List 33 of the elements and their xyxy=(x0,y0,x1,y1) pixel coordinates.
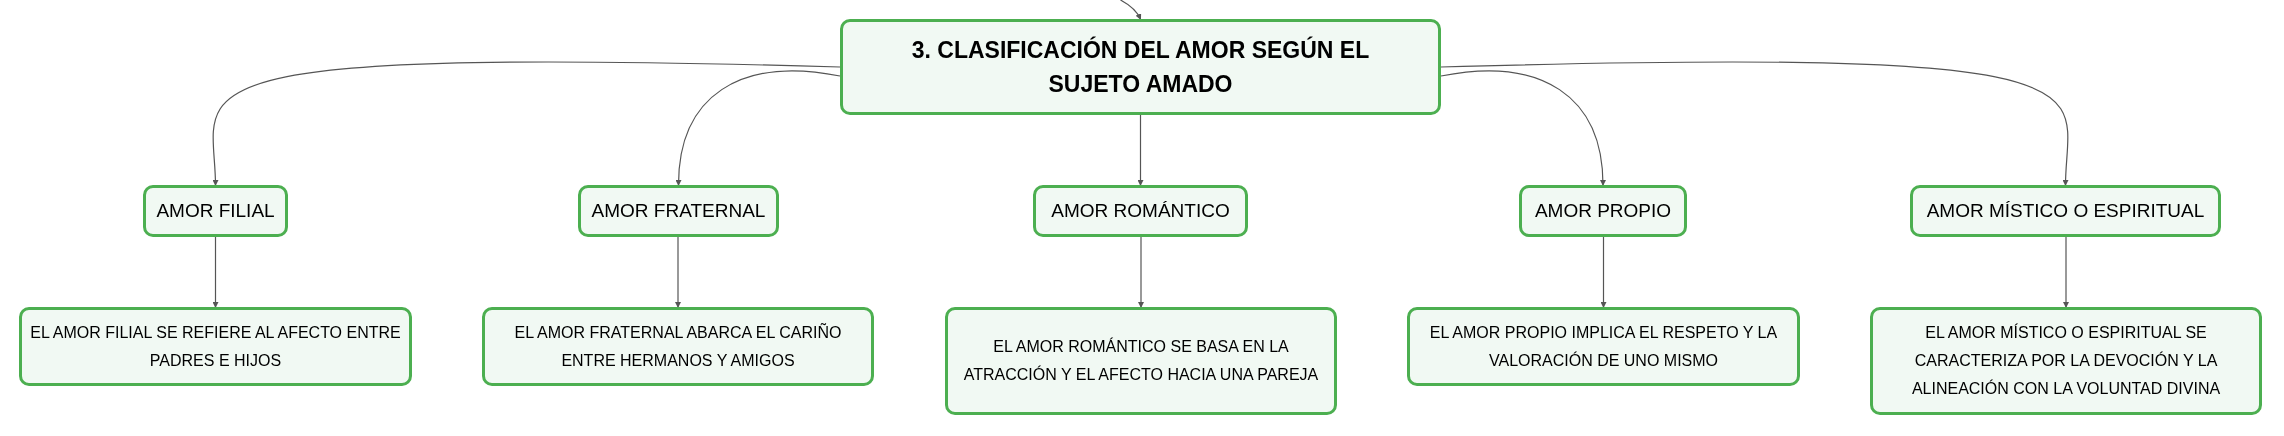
description-box xyxy=(19,307,412,386)
subtopic-box xyxy=(143,185,288,237)
description-box xyxy=(1407,307,1800,386)
node-text: AMOR FRATERNAL xyxy=(591,198,766,223)
node-text: AMOR ROMÁNTICO xyxy=(1051,198,1230,223)
node-text: EL AMOR PROPIO IMPLICA EL RESPETO Y LA VALORACIÓN DE UNO MISMO xyxy=(1428,322,1779,371)
node-text: AMOR FILIAL xyxy=(156,198,275,223)
connector-line xyxy=(212,236,219,308)
subtopic-box xyxy=(578,185,779,237)
topic-box xyxy=(840,19,1441,115)
node-text: AMOR PROPIO xyxy=(1534,198,1672,223)
connector-line xyxy=(1138,236,1144,308)
description-box xyxy=(945,307,1337,415)
node-text: EL AMOR MÍSTICO O ESPIRITUAL SE CARACTERIZA POR LA DEVOCIÓN Y LA ALINEACIÓN CON LA VOLUNTAD DIVINA xyxy=(1910,322,2222,399)
node-text: AMOR MÍSTICO O ESPIRITUAL xyxy=(1926,198,2205,223)
connector-line xyxy=(1600,236,1607,308)
connector-line xyxy=(1119,0,1142,20)
description-box xyxy=(482,307,874,386)
subtopic-box xyxy=(1910,185,2221,237)
node-text: EL AMOR FRATERNAL ABARCA EL CARIÑO ENTRE HERMANOS Y AMIGOS xyxy=(513,322,843,371)
subtopic-box xyxy=(1519,185,1687,237)
node-text: 3. CLASIFICACIÓN DEL AMOR SEGÚN EL SUJETO AMADO xyxy=(910,35,1371,99)
connector-line xyxy=(675,236,681,308)
connector-line xyxy=(212,61,841,186)
subtopic-box xyxy=(1033,185,1248,237)
description-box xyxy=(1870,307,2262,415)
connector-line xyxy=(675,70,841,186)
connector-line xyxy=(1440,70,1606,186)
node-text: EL AMOR ROMÁNTICO SE BASA EN LA ATRACCIÓN Y EL AFECTO HACIA UNA PAREJA xyxy=(962,336,1320,385)
connector-line xyxy=(2063,236,2069,308)
connector-line xyxy=(1440,61,2069,186)
node-text: EL AMOR FILIAL SE REFIERE AL AFECTO ENTRE PADRES E HIJOS xyxy=(30,322,401,371)
connector-line xyxy=(1137,114,1144,186)
